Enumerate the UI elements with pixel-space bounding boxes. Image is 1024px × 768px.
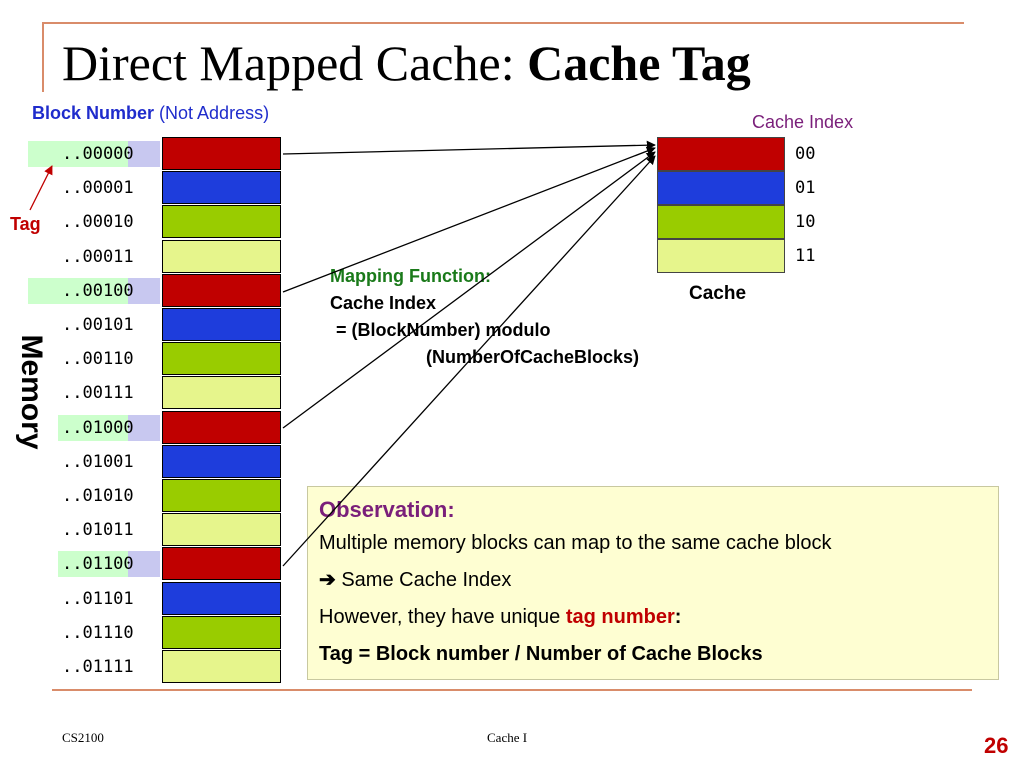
- memory-block: [162, 479, 281, 512]
- tag-bits-highlight: [58, 414, 128, 441]
- block-address: ..01111: [62, 657, 134, 677]
- observation-line-3: However, they have unique tag number:: [319, 599, 998, 636]
- page-number: 26: [984, 733, 1009, 758]
- mapping-line-3: (NumberOfCacheBlocks): [426, 347, 640, 367]
- block-address: ..01000: [62, 417, 134, 438]
- frame-top-rule: [42, 22, 964, 24]
- observation-title: Observation:: [319, 497, 455, 522]
- block-address: ..01110: [62, 622, 134, 643]
- slide-title: Direct Mapped Cache: Cache Tag: [62, 38, 751, 88]
- cache-block: [657, 239, 785, 273]
- cache-block: [657, 137, 785, 171]
- memory-row: ..01101: [0, 581, 290, 616]
- block-number-heading-note: (Not Address): [154, 103, 270, 123]
- memory-block: [162, 342, 281, 376]
- memory-row: ..00001: [0, 171, 290, 205]
- index-bits-highlight: [128, 141, 160, 167]
- cache-index-value: 01: [795, 178, 816, 198]
- title-normal: Direct Mapped Cache:: [62, 35, 528, 91]
- memory-block: [162, 410, 281, 444]
- block-address: ..00110: [62, 349, 134, 370]
- tag-bits-highlight: [28, 277, 128, 304]
- right-arrow-icon: ➔: [319, 569, 336, 591]
- memory-row: ..01001: [0, 444, 290, 479]
- cache-caption: Cache: [689, 283, 747, 304]
- block-address: ..00011: [62, 246, 134, 267]
- memory-row: ..00110: [0, 342, 290, 376]
- observation-line-4: Tag = Block number / Number of Cache Blo…: [319, 643, 763, 665]
- observation-line-3-prefix: However, they have unique: [319, 606, 566, 628]
- index-bits-highlight: [128, 551, 160, 578]
- memory-block: [162, 171, 281, 205]
- block-address: ..00010: [62, 212, 134, 233]
- memory-row: ..01011: [0, 513, 290, 547]
- tag-number-highlight: tag number: [565, 606, 675, 628]
- memory-block: [162, 444, 281, 478]
- block-address: ..01010: [62, 486, 134, 506]
- title-bold: Cache Tag: [527, 35, 751, 91]
- tag-bits-highlight: [28, 141, 128, 167]
- memory-block: [162, 615, 281, 649]
- cache-block: [657, 171, 785, 205]
- memory-row: ..00000: [0, 137, 290, 171]
- memory-row: ..00010: [0, 205, 290, 239]
- memory-block: [162, 273, 281, 307]
- block-address: ..00111: [62, 383, 134, 404]
- memory-block: [162, 650, 281, 683]
- footer-topic: Cache I: [487, 730, 528, 745]
- block-address: ..00100: [62, 280, 134, 301]
- arrow-00000-to-cache-00: [282, 140, 656, 155]
- mapping-heading: Mapping Function:: [330, 266, 491, 286]
- mapping-function: Mapping Function: Cache Index = (BlockNu…: [330, 263, 639, 371]
- tag-bits-highlight: [58, 551, 128, 578]
- frame-bottom-rule: [52, 689, 972, 691]
- block-number-heading-bold: Block Number: [32, 103, 155, 123]
- block-address: ..00101: [62, 315, 134, 335]
- cache-index-value: 00: [795, 144, 816, 164]
- footer-course: CS2100: [62, 730, 104, 745]
- frame-left-rule: [42, 22, 44, 92]
- memory-block: [162, 205, 281, 239]
- block-address: ..00001: [62, 178, 134, 199]
- observation-line-3-suffix: :: [674, 606, 682, 628]
- mapping-line-1: Cache Index: [330, 293, 437, 313]
- tag-label: Tag: [10, 214, 41, 234]
- memory-row: ..00100: [0, 273, 290, 308]
- memory-row: ..01110: [0, 615, 290, 650]
- cache-block: [657, 205, 785, 239]
- index-bits-highlight: [128, 277, 160, 304]
- cache-index-heading: Cache Index: [752, 112, 854, 132]
- cache-index-value: 10: [795, 212, 816, 232]
- cache-index-value: 11: [795, 246, 816, 266]
- block-number-heading: Block Number (Not Address): [32, 103, 269, 124]
- memory-block: [162, 239, 281, 273]
- observation-line-2-text: Same Cache Index: [341, 569, 512, 591]
- memory-block: [162, 547, 281, 581]
- memory-block: [162, 137, 281, 170]
- memory-row: ..00111: [0, 376, 290, 410]
- observation-line-1: Multiple memory blocks can map to the sa…: [319, 532, 832, 554]
- memory-block: [162, 308, 281, 341]
- memory-row: ..01000: [0, 410, 290, 445]
- block-address: ..01011: [62, 520, 134, 541]
- mapping-line-2: = (BlockNumber) modulo: [336, 320, 551, 340]
- block-address: ..01101: [62, 588, 134, 609]
- index-bits-highlight: [128, 414, 160, 441]
- observation-line-2: ➔ Same Cache Index: [319, 562, 998, 599]
- memory-row: ..01010: [0, 479, 290, 513]
- block-address: ..01100: [62, 554, 134, 575]
- memory-row: ..00011: [0, 239, 290, 274]
- memory-row: ..00101: [0, 308, 290, 342]
- block-address: ..00000: [62, 144, 134, 164]
- block-address: ..01001: [62, 451, 134, 472]
- observation-box: Observation: Multiple memory blocks can …: [307, 486, 999, 680]
- memory-block: [162, 513, 281, 547]
- memory-row: ..01111: [0, 650, 290, 684]
- memory-block: [162, 581, 281, 615]
- memory-row: ..01100: [0, 547, 290, 581]
- memory-block: [162, 376, 281, 410]
